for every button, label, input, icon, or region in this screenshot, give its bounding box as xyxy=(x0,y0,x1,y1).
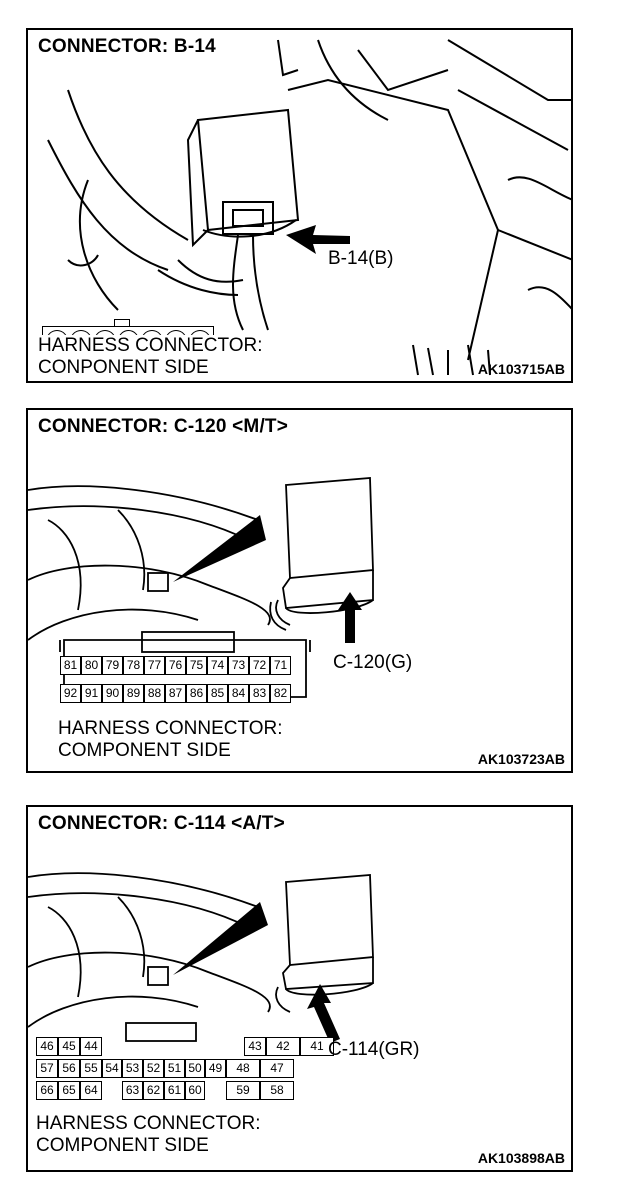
pin: 43 xyxy=(244,1037,266,1056)
pin: 90 xyxy=(102,684,123,703)
pin: 66 xyxy=(36,1081,58,1100)
pin: 75 xyxy=(186,656,207,675)
pin: 81 xyxy=(60,656,81,675)
harness-line-2: CONPONENT SIDE xyxy=(38,357,209,378)
c114-arrow xyxy=(307,984,340,1043)
c120-pin-row-1: 81 80 79 78 77 76 75 74 73 72 71 xyxy=(60,656,291,675)
c120-dashboard-illustration xyxy=(28,477,374,698)
pin: 50 xyxy=(185,1059,205,1078)
panel-title: CONNECTOR: B-14 xyxy=(36,36,218,58)
pin: 83 xyxy=(249,684,270,703)
pin: 74 xyxy=(207,656,228,675)
pin: 61 xyxy=(164,1081,185,1100)
pin: 63 xyxy=(122,1081,143,1100)
pin: 84 xyxy=(228,684,249,703)
pin: 54 xyxy=(102,1059,122,1078)
pin: 55 xyxy=(80,1059,102,1078)
harness-line-1: HARNESS CONNECTOR: xyxy=(36,1113,261,1134)
panel-title: CONNECTOR: C-120 <M/T> xyxy=(36,416,291,438)
pin: 82 xyxy=(270,684,291,703)
c114-pin-row-1: 46 45 44 43 42 41 xyxy=(36,1037,334,1056)
connector-callout: C-114(GR) xyxy=(328,1039,420,1060)
pin: 71 xyxy=(270,656,291,675)
panel-b14: CONNECTOR: B-14 B-14(B) 7 6 5 4 3 2 1 HA… xyxy=(26,28,573,383)
panel-title: CONNECTOR: C-114 <A/T> xyxy=(36,813,287,835)
pin-gap xyxy=(205,1081,226,1100)
harness-line-2: COMPONENT SIDE xyxy=(58,740,231,761)
harness-line-1: HARNESS CONNECTOR: xyxy=(58,718,283,739)
pin: 72 xyxy=(249,656,270,675)
pin: 52 xyxy=(143,1059,164,1078)
pin: 45 xyxy=(58,1037,80,1056)
harness-connector-label: HARNESS CONNECTOR: COMPONENT SIDE xyxy=(58,718,287,762)
b14-arrow xyxy=(286,225,350,254)
pin: 42 xyxy=(266,1037,300,1056)
pin-gap xyxy=(202,1037,244,1056)
connector-callout: B-14(B) xyxy=(328,248,394,269)
pin: 88 xyxy=(144,684,165,703)
pin: 59 xyxy=(226,1081,260,1100)
pin: 46 xyxy=(36,1037,58,1056)
pin: 57 xyxy=(36,1059,58,1078)
pin: 49 xyxy=(205,1059,226,1078)
pin: 73 xyxy=(228,656,249,675)
figure-id: AK103723AB xyxy=(477,751,565,767)
pin: 77 xyxy=(144,656,165,675)
b14-engine-illustration xyxy=(47,39,571,376)
c114-dashboard-illustration xyxy=(28,872,374,1043)
pin: 62 xyxy=(143,1081,164,1100)
pin: 64 xyxy=(80,1081,102,1100)
pin: 85 xyxy=(207,684,228,703)
pin: 51 xyxy=(164,1059,185,1078)
pin: 60 xyxy=(185,1081,205,1100)
pin: 91 xyxy=(81,684,102,703)
pin: 78 xyxy=(123,656,144,675)
pin: 86 xyxy=(186,684,207,703)
pin-gap xyxy=(102,1037,202,1056)
harness-line-1: HARNESS CONNECTOR: xyxy=(38,335,263,356)
pin: 87 xyxy=(165,684,186,703)
panel-c114: CONNECTOR: C-114 <A/T> C-114(GR) 46 45 4… xyxy=(26,805,573,1172)
pin: 80 xyxy=(81,656,102,675)
pin: 58 xyxy=(260,1081,294,1100)
figure-id: AK103715AB xyxy=(477,361,565,377)
figure-id: AK103898AB xyxy=(477,1150,565,1166)
pin-gap xyxy=(102,1081,122,1100)
c120-pin-row-2: 92 91 90 89 88 87 86 85 84 83 82 xyxy=(60,684,291,703)
b14-connector-notch xyxy=(114,319,130,328)
pin: 65 xyxy=(58,1081,80,1100)
pin: 53 xyxy=(122,1059,143,1078)
pin: 79 xyxy=(102,656,123,675)
harness-connector-label: HARNESS CONNECTOR: CONPONENT SIDE xyxy=(38,335,267,379)
pin: 89 xyxy=(123,684,144,703)
pin: 76 xyxy=(165,656,186,675)
connector-callout: C-120(G) xyxy=(333,652,413,673)
harness-connector-label: HARNESS CONNECTOR: COMPONENT SIDE xyxy=(36,1113,265,1157)
pin: 92 xyxy=(60,684,81,703)
pin: 44 xyxy=(80,1037,102,1056)
pin: 47 xyxy=(260,1059,294,1078)
c120-arrow xyxy=(338,592,362,643)
panel-c120: CONNECTOR: C-120 <M/T> C-120(G) 81 80 79… xyxy=(26,408,573,773)
harness-line-2: COMPONENT SIDE xyxy=(36,1135,209,1156)
c114-pin-row-2: 57 56 55 54 53 52 51 50 49 48 47 xyxy=(36,1059,294,1078)
pin: 41 xyxy=(300,1037,334,1056)
c114-pin-row-3: 66 65 64 63 62 61 60 59 58 xyxy=(36,1081,294,1100)
pin: 56 xyxy=(58,1059,80,1078)
pin: 48 xyxy=(226,1059,260,1078)
